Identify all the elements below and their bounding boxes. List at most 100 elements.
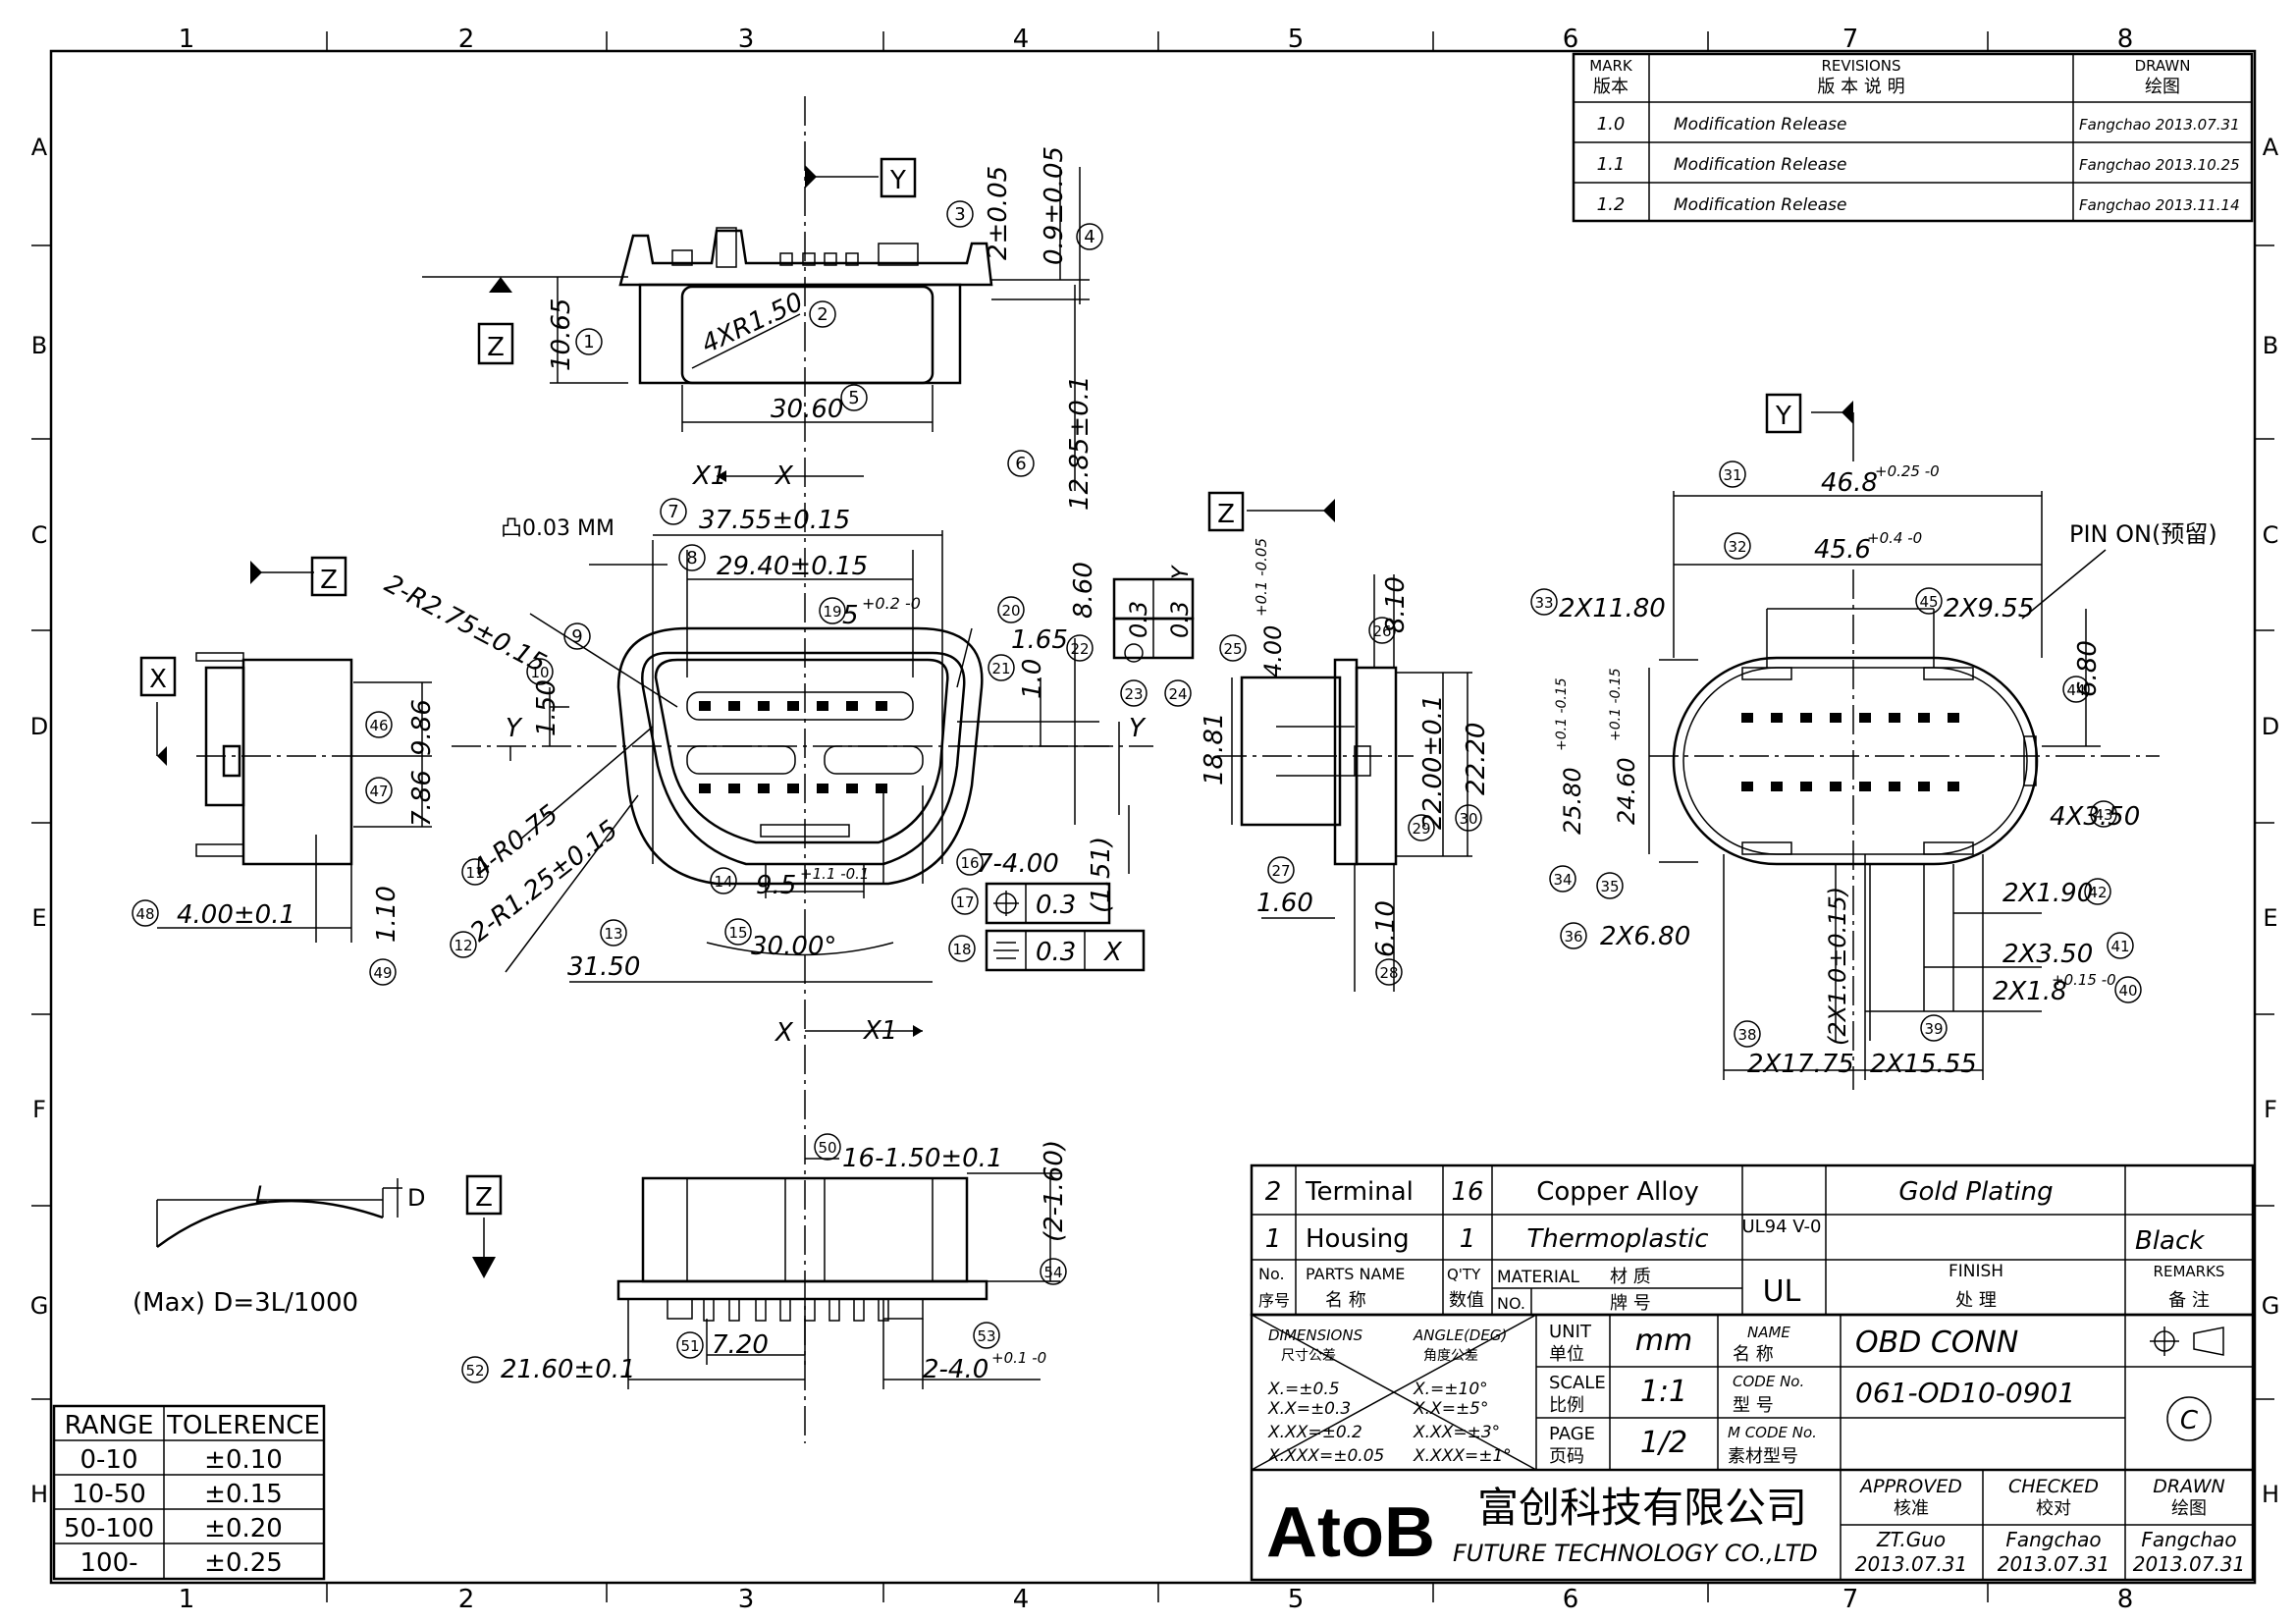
rev-header-drawn-cn: 绘图 xyxy=(2145,77,2180,97)
balloon-number: 29 xyxy=(1412,820,1430,838)
dim-31-50: 31.50 xyxy=(567,952,640,982)
balloon-number: 8 xyxy=(686,548,697,568)
bom-h-finish: FINISH xyxy=(1949,1262,2003,1281)
bottom-pin-array xyxy=(703,1298,889,1322)
balloon-number: 9 xyxy=(571,626,582,647)
dim-2-r2-75: 2-R2.75±0.15 xyxy=(380,569,551,679)
tb-mcode-cn: 素材型号 xyxy=(1728,1446,1798,1467)
balloon-circle xyxy=(988,654,1015,681)
zone-col-label: 7 xyxy=(1842,25,1859,54)
rev-header-revisions: REVISIONS xyxy=(1821,57,1900,75)
dim-1-60: 1.60 xyxy=(1256,889,1313,918)
pin-contact xyxy=(1830,782,1842,791)
dim-10-65: 10.65 xyxy=(547,298,576,371)
tb-checked-date: 2013.07.31 xyxy=(1998,1552,2110,1576)
gdt-sym-datum: Y xyxy=(1169,565,1194,579)
gdt-pos-03: 0.3 xyxy=(1036,891,1076,920)
dim-5: 5 xyxy=(842,601,859,630)
balloon-number: 46 xyxy=(369,717,388,734)
balloon-circle xyxy=(1066,634,1094,662)
bom-part-name: Housing xyxy=(1306,1224,1410,1254)
label-y-left: Y xyxy=(506,714,523,743)
front-pin-array xyxy=(699,701,887,793)
dim-2x15-55: 2X15.55 xyxy=(1870,1050,1977,1079)
balloon-number: 39 xyxy=(1924,1020,1943,1038)
flatness-formula: (Max) D=3L/1000 xyxy=(133,1288,358,1318)
balloon-number: 21 xyxy=(991,660,1010,677)
pin-contact xyxy=(1800,782,1812,791)
tb-tol-lin: X.X=±0.3 xyxy=(1267,1399,1351,1419)
tol-value: ±0.20 xyxy=(204,1514,283,1543)
bom-h-material: MATERIAL xyxy=(1497,1268,1580,1287)
dim-24-60: 24.60 xyxy=(1613,757,1640,825)
balloon-circle xyxy=(1076,223,1103,250)
balloon-circle xyxy=(1549,865,1576,893)
balloon-circle xyxy=(973,1322,1000,1349)
balloon-number: 49 xyxy=(373,964,392,982)
zone-row-label: H xyxy=(2262,1481,2279,1508)
outer-border xyxy=(49,49,2257,1585)
tb-tol-ang: X.=±10° xyxy=(1413,1380,1488,1399)
balloon-circle xyxy=(1724,532,1751,560)
balloon-circle xyxy=(2090,800,2117,828)
dim-2x3-50: 2X3.50 xyxy=(2002,940,2093,969)
zone-col-label: 6 xyxy=(1563,25,1579,54)
bom-no: 1 xyxy=(1265,1224,1282,1254)
pin-contact xyxy=(1741,713,1753,723)
balloon-circle xyxy=(1040,1258,1067,1285)
balloon-number: 34 xyxy=(1553,871,1572,889)
bom-material: Thermoplastic xyxy=(1526,1224,1708,1254)
bom-h-no: No. xyxy=(1258,1265,1285,1283)
tb-page-cn: 页码 xyxy=(1549,1446,1584,1467)
balloon-circle xyxy=(600,919,627,947)
zone-col-label: 4 xyxy=(1013,25,1030,54)
tb-unit: UNIT xyxy=(1549,1322,1592,1342)
balloon-circle xyxy=(1007,450,1035,477)
tol-range: 0-10 xyxy=(80,1445,137,1475)
balloon-circle xyxy=(365,777,393,804)
dim-2x1-8: 2X1.8 xyxy=(1993,977,2067,1006)
balloon-circle xyxy=(956,848,984,876)
balloon-circle xyxy=(1219,634,1247,662)
tb-angle: ANGLE(DEG) xyxy=(1413,1326,1507,1344)
copyright-icon xyxy=(2166,1396,2212,1441)
tb-tol-ang: X.XXX=±1° xyxy=(1413,1446,1512,1466)
zone-row-label: E xyxy=(31,904,46,932)
dim-4x3-50: 4X3.50 xyxy=(2050,802,2140,832)
pin-contact xyxy=(817,701,828,711)
bom-qty: 1 xyxy=(1460,1224,1476,1254)
pin-contact xyxy=(787,701,799,711)
balloon-circle xyxy=(369,958,397,986)
balloon-circle xyxy=(948,935,976,962)
pin-contact xyxy=(758,784,770,793)
bom-qty: 16 xyxy=(1451,1177,1483,1207)
tb-scale: SCALE xyxy=(1549,1373,1606,1393)
balloon-circle xyxy=(946,200,974,228)
pin-tail xyxy=(853,1298,865,1322)
dim-9-5: 9.5 xyxy=(756,871,796,900)
tb-drawn-by: Fangchao xyxy=(2141,1528,2236,1551)
rear-pin-array xyxy=(1741,713,1959,791)
balloon-number: 35 xyxy=(1600,878,1619,895)
dim-30-angle: 30.00° xyxy=(751,932,836,961)
dim-2x1-0: (2X1.0±0.15) xyxy=(1824,887,1851,1046)
pin-tail xyxy=(703,1298,715,1322)
rev-row-mark: 1.0 xyxy=(1597,114,1626,135)
tb-unit-cn: 单位 xyxy=(1549,1344,1584,1365)
balloon-circle xyxy=(819,597,846,624)
pin-contact xyxy=(1948,713,1959,723)
rev-row-desc: Modification Release xyxy=(1674,115,1846,135)
zone-row-label: A xyxy=(2263,134,2279,161)
pin-contact xyxy=(1918,782,1930,791)
balloon-circle xyxy=(1408,814,1435,841)
balloon-number: 51 xyxy=(680,1337,699,1355)
pin-contact xyxy=(1800,713,1812,723)
balloon-number: 40 xyxy=(2118,982,2137,1000)
zone-col-label: 6 xyxy=(1563,1585,1579,1614)
dim-18-81: 18.81 xyxy=(1200,713,1229,785)
tb-copyright: C xyxy=(2180,1406,2199,1435)
dim-25-80: 25.80 xyxy=(1559,767,1586,835)
